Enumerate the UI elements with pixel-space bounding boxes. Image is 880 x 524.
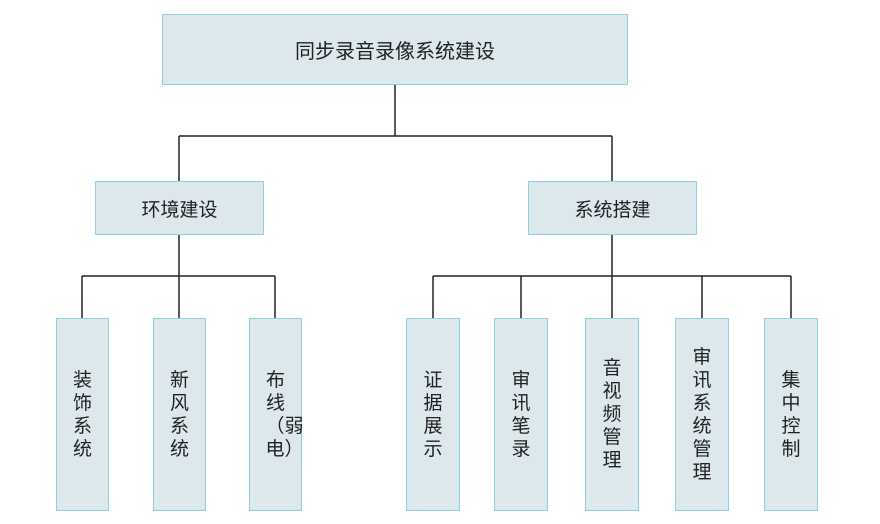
leaf-node-label: 审讯系统管理 — [692, 345, 712, 483]
leaf-node-label: 音视频管理 — [602, 357, 622, 471]
leaf-node-label: 证据展示 — [423, 368, 443, 460]
leaf-node-label: 装饰系统 — [72, 368, 92, 460]
leaf-node: 装饰系统 — [56, 318, 109, 511]
branch-node-label: 系统搭建 — [574, 198, 651, 221]
leaf-node: 审讯笔录 — [494, 318, 548, 511]
leaf-node-label: 新风系统 — [169, 368, 189, 460]
root-node: 同步录音录像系统建设 — [162, 14, 628, 85]
branch-node-system: 系统搭建 — [528, 181, 697, 235]
leaf-node: 音视频管理 — [585, 318, 639, 511]
branch-node-label: 环境建设 — [141, 198, 218, 221]
leaf-node: 新风系统 — [153, 318, 206, 511]
leaf-node-label: 集中控制 — [781, 368, 801, 460]
leaf-node: 布线（弱电） — [249, 318, 304, 511]
root-node-label: 同步录音录像系统建设 — [295, 39, 495, 63]
branch-node-environment: 环境建设 — [95, 181, 264, 235]
leaf-node: 证据展示 — [406, 318, 460, 511]
leaf-node-label: 审讯笔录 — [511, 368, 531, 460]
leaf-node: 审讯系统管理 — [675, 318, 729, 511]
leaf-node: 集中控制 — [764, 318, 818, 511]
leaf-node-label: 布线（弱电） — [265, 368, 304, 460]
